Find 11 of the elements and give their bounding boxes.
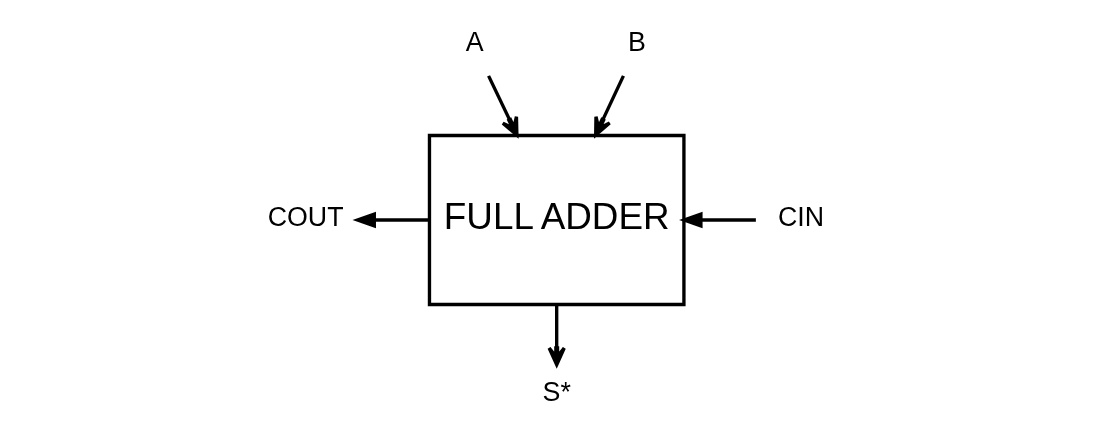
node-box: FULL ADDER (427, 133, 686, 307)
arrow (486, 75, 519, 137)
node-text: CIN (777, 202, 824, 233)
arrow (352, 211, 429, 229)
node-text: A (465, 27, 484, 58)
arrow (678, 211, 756, 229)
arrow (593, 75, 625, 137)
node-text: B (627, 27, 646, 58)
node-text: COUT (267, 202, 344, 233)
arrow (547, 304, 566, 367)
node-text: S* (542, 377, 571, 408)
